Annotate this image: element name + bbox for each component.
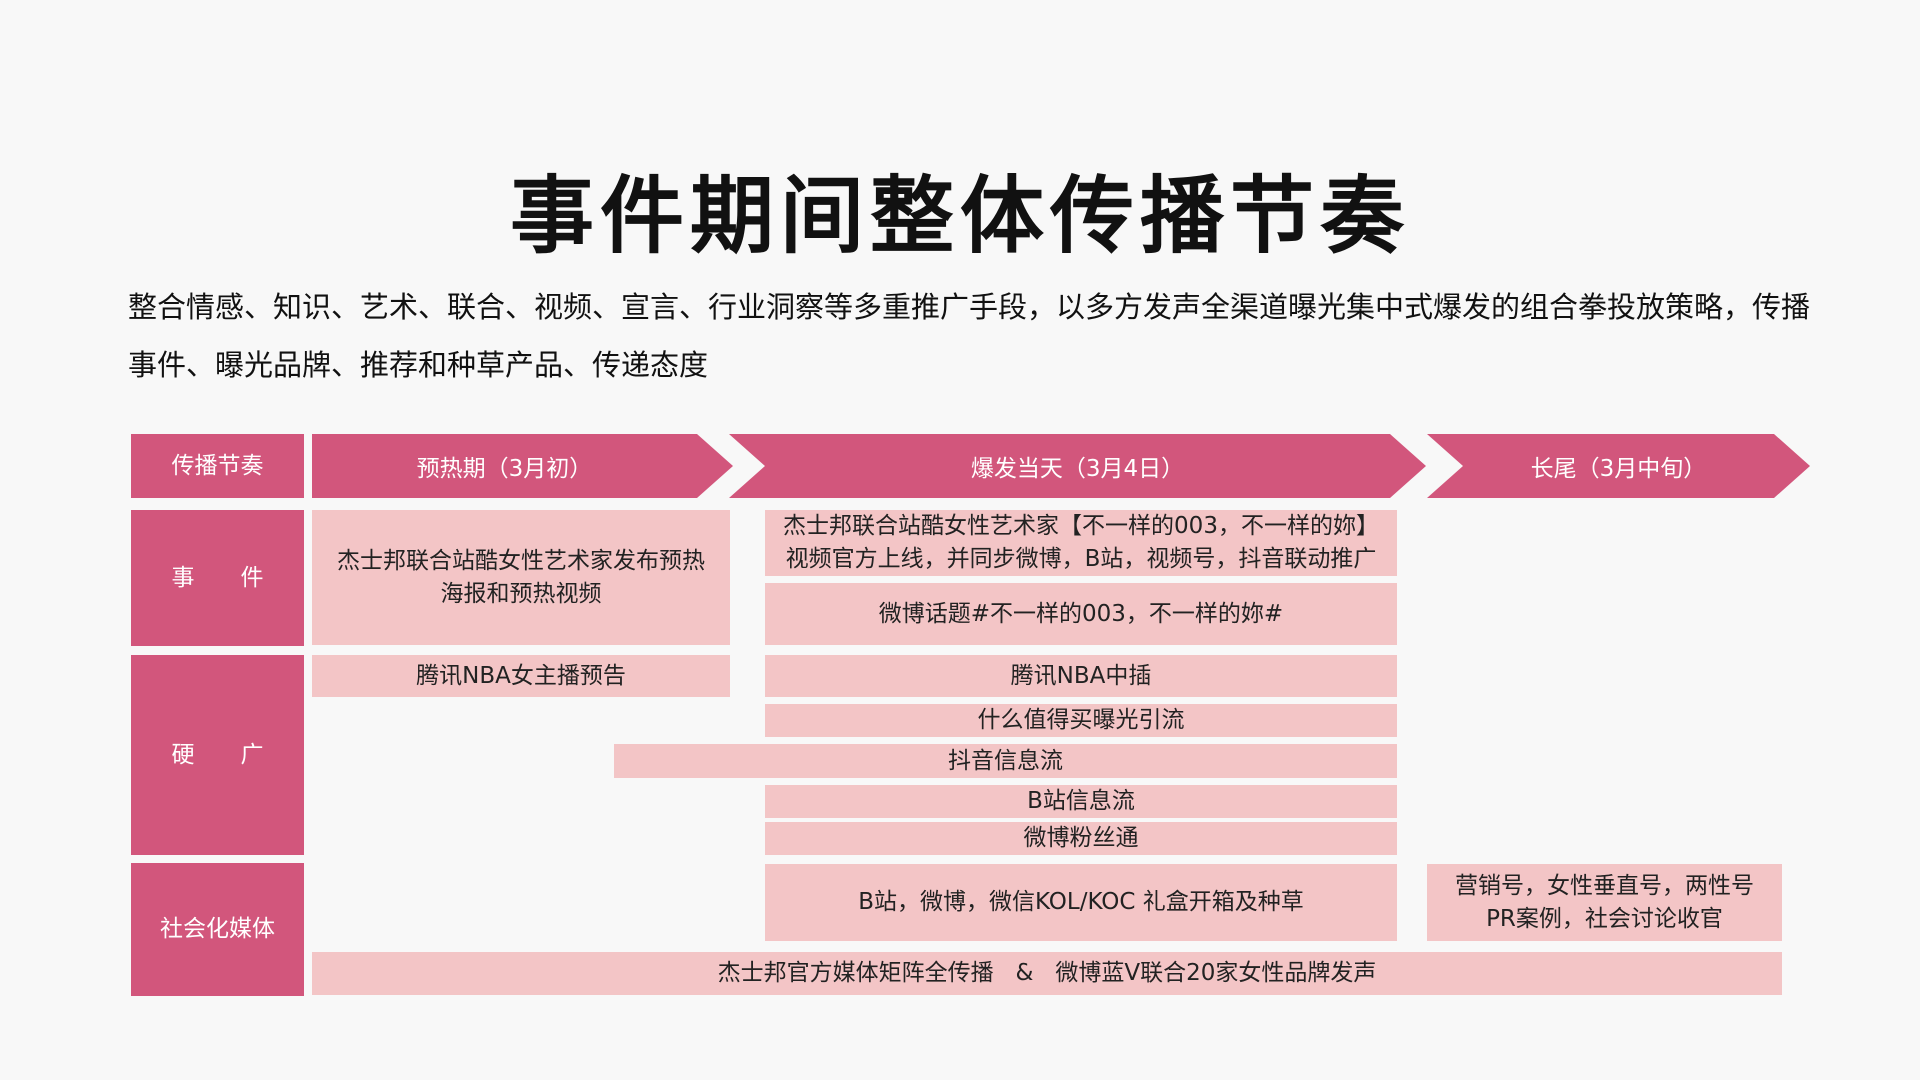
event-topic-cell: 微博话题#不一样的003，不一样的妳# (765, 583, 1397, 645)
ad-weibo-fans-cell: 微博粉丝通 (765, 822, 1397, 855)
social-kol-cell: B站，微博，微信KOL/KOC 礼盒开箱及种草 (765, 864, 1397, 941)
social-longtail-cell: 营销号，女性垂直号，两性号 PR案例，社会讨论收官 (1427, 864, 1782, 941)
header-label: 传播节奏 (131, 434, 304, 498)
page-subtitle: 整合情感、知识、艺术、联合、视频、宣言、行业洞察等多重推广手段，以多方发声全渠道… (128, 290, 1811, 382)
ad-tencent-preview-cell: 腾讯NBA女主播预告 (312, 655, 730, 697)
arrow-longtail (1427, 434, 1810, 498)
arrow-preheat (312, 434, 733, 498)
ad-smzdm-cell: 什么值得买曝光引流 (765, 704, 1397, 737)
event-launch-cell: 杰士邦联合站酷女性艺术家【不一样的003，不一样的妳】 视频官方上线，并同步微博… (765, 510, 1397, 576)
event-preheat-cell: 杰士邦联合站酷女性艺术家发布预热海报和预热视频 (312, 510, 730, 645)
page-title: 事件期间整体传播节奏 (509, 167, 1410, 265)
ad-bilibili-cell: B站信息流 (765, 785, 1397, 818)
row-header-event: 事件 (131, 510, 304, 646)
ad-tencent-insert-cell: 腾讯NBA中插 (765, 655, 1397, 697)
phase-preheat-label: 预热期（3月初） (416, 456, 593, 482)
row-header-hard-ad: 硬广 (131, 655, 304, 855)
social-matrix-cell: 杰士邦官方媒体矩阵全传播 & 微博蓝V联合20家女性品牌发声 (312, 952, 1782, 995)
phase-launch-label: 爆发当天（3月4日） (970, 456, 1185, 482)
phase-longtail-label: 长尾（3月中旬） (1530, 456, 1707, 482)
arrow-launch (729, 434, 1426, 498)
row-header-social: 社会化媒体 (131, 863, 304, 996)
ad-douyin-cell: 抖音信息流 (614, 744, 1397, 778)
